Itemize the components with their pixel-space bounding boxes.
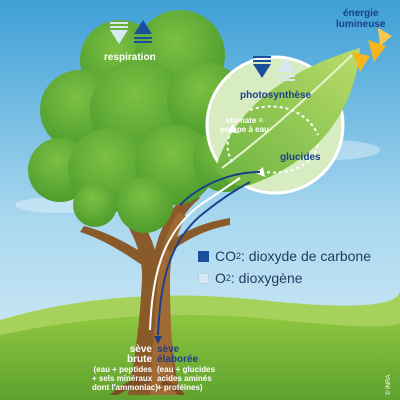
photosynthese-label: photosynthèse bbox=[240, 90, 312, 101]
seve-brute-detail-2: + sels minéraux bbox=[92, 374, 153, 383]
seve-brute-label: sève brute (eau + peptides + sels minéra… bbox=[92, 344, 158, 393]
respiration-arrows bbox=[110, 20, 152, 44]
seve-elaboree-label: sève élaborée (eau + glucides acides ami… bbox=[157, 344, 216, 393]
o2-arrow-icon bbox=[110, 30, 128, 44]
seve-brute-detail-3: dont l'ammoniac) bbox=[92, 383, 158, 392]
cycle-arrow-icon bbox=[249, 105, 319, 136]
seve-brute-detail-1: (eau + peptides bbox=[93, 365, 152, 374]
leaf-zoom bbox=[179, 48, 360, 206]
respiration-label: respiration bbox=[104, 52, 156, 63]
glucides-label: glucides bbox=[280, 152, 321, 163]
co2-arrow-icon bbox=[253, 64, 271, 78]
sap-brute-line bbox=[149, 177, 241, 331]
seve-elaboree-detail-2: acides aminés bbox=[157, 374, 212, 383]
o2-arrow-icon bbox=[277, 58, 295, 72]
o2-swatch bbox=[198, 272, 209, 284]
seve-elaboree-detail-3: + protéines) bbox=[157, 383, 203, 392]
copyright-label: © INRA bbox=[386, 374, 392, 395]
energie-lumineuse-label: énergie lumineuse bbox=[336, 8, 386, 30]
cycle-arrow-icon bbox=[226, 129, 233, 163]
photosynthese-arrows bbox=[253, 56, 295, 81]
sap-elaboree-line bbox=[157, 181, 251, 336]
seve-elaboree-detail-1: (eau + glucides bbox=[157, 365, 216, 374]
sun-icon bbox=[352, 28, 392, 72]
grass bbox=[0, 315, 400, 400]
co2-arrow-icon bbox=[134, 20, 152, 34]
co2-swatch bbox=[198, 250, 209, 262]
stomate-label: stomate = pompe à eau bbox=[220, 116, 269, 134]
trunk bbox=[80, 190, 230, 395]
